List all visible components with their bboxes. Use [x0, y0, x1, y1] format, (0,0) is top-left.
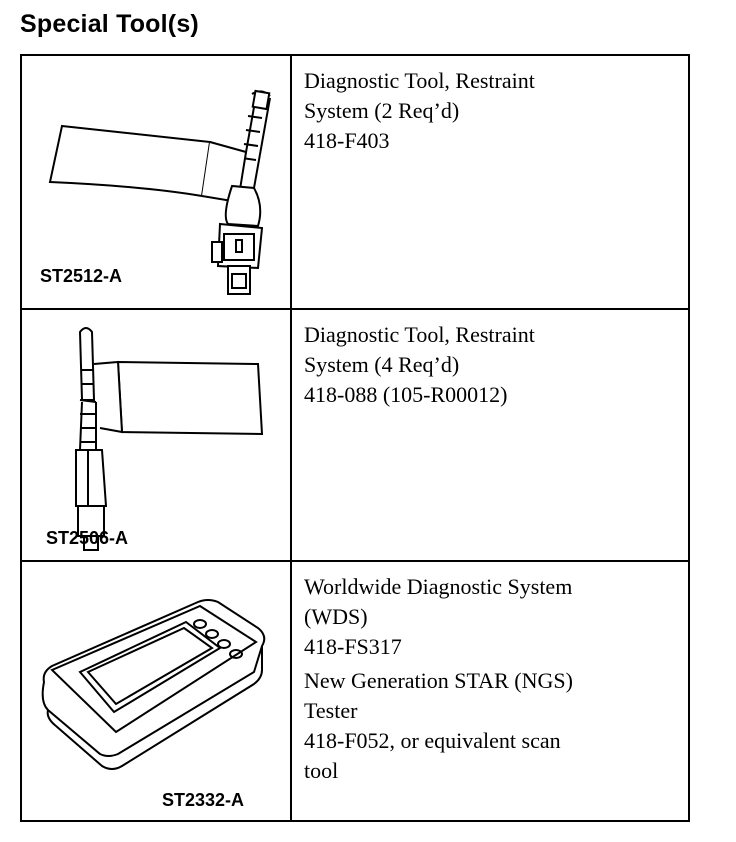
tool-image-cell: ST2332-A	[20, 560, 292, 822]
tool-image-cell: ST2506-A	[20, 308, 292, 562]
table-row: ST2512-A Diagnostic Tool, Restraint Syst…	[20, 54, 690, 310]
tool-code: ST2512-A	[40, 266, 123, 286]
tool-description-line: Diagnostic Tool, Restraint	[304, 322, 535, 347]
tool-description-cell: Worldwide Diagnostic System (WDS) 418-FS…	[290, 560, 690, 822]
tool-part-number: 418-088 (105-R00012)	[304, 382, 508, 407]
page-title: Special Tool(s)	[20, 10, 199, 38]
restraint-diagnostic-tool-icon	[48, 89, 271, 295]
table-row: ST2506-A Diagnostic Tool, Restraint Syst…	[20, 308, 690, 562]
tool-description-line: tool	[304, 758, 339, 783]
table-row: ST2332-A Worldwide Diagnostic System (WD…	[20, 560, 690, 822]
tool-description-line: (WDS)	[304, 604, 368, 629]
tool-description-line: Worldwide Diagnostic System	[304, 574, 573, 599]
tool-description-line: System (2 Req’d)	[304, 98, 460, 123]
tool-description-line: Tester	[304, 698, 358, 723]
scan-tool-icon	[41, 599, 266, 770]
tool-image-cell: ST2512-A	[20, 54, 292, 310]
tool-part-number: 418-FS317	[304, 634, 402, 659]
tool-description-line: System (4 Req’d)	[304, 352, 460, 377]
tool-code: ST2332-A	[162, 790, 245, 810]
tool-description-line: New Generation STAR (NGS)	[304, 668, 573, 693]
tool-code: ST2506-A	[46, 528, 129, 548]
tool-description-line: Diagnostic Tool, Restraint	[304, 68, 535, 93]
tool-part-number: 418-F052, or equivalent scan	[304, 728, 561, 753]
tool-description-cell: Diagnostic Tool, Restraint System (4 Req…	[290, 308, 690, 562]
tool-part-number: 418-F403	[304, 128, 390, 153]
tool-description-cell: Diagnostic Tool, Restraint System (2 Req…	[290, 54, 690, 310]
special-tools-table: ST2512-A Diagnostic Tool, Restraint Syst…	[20, 54, 690, 822]
restraint-diagnostic-tool-icon	[75, 327, 264, 551]
